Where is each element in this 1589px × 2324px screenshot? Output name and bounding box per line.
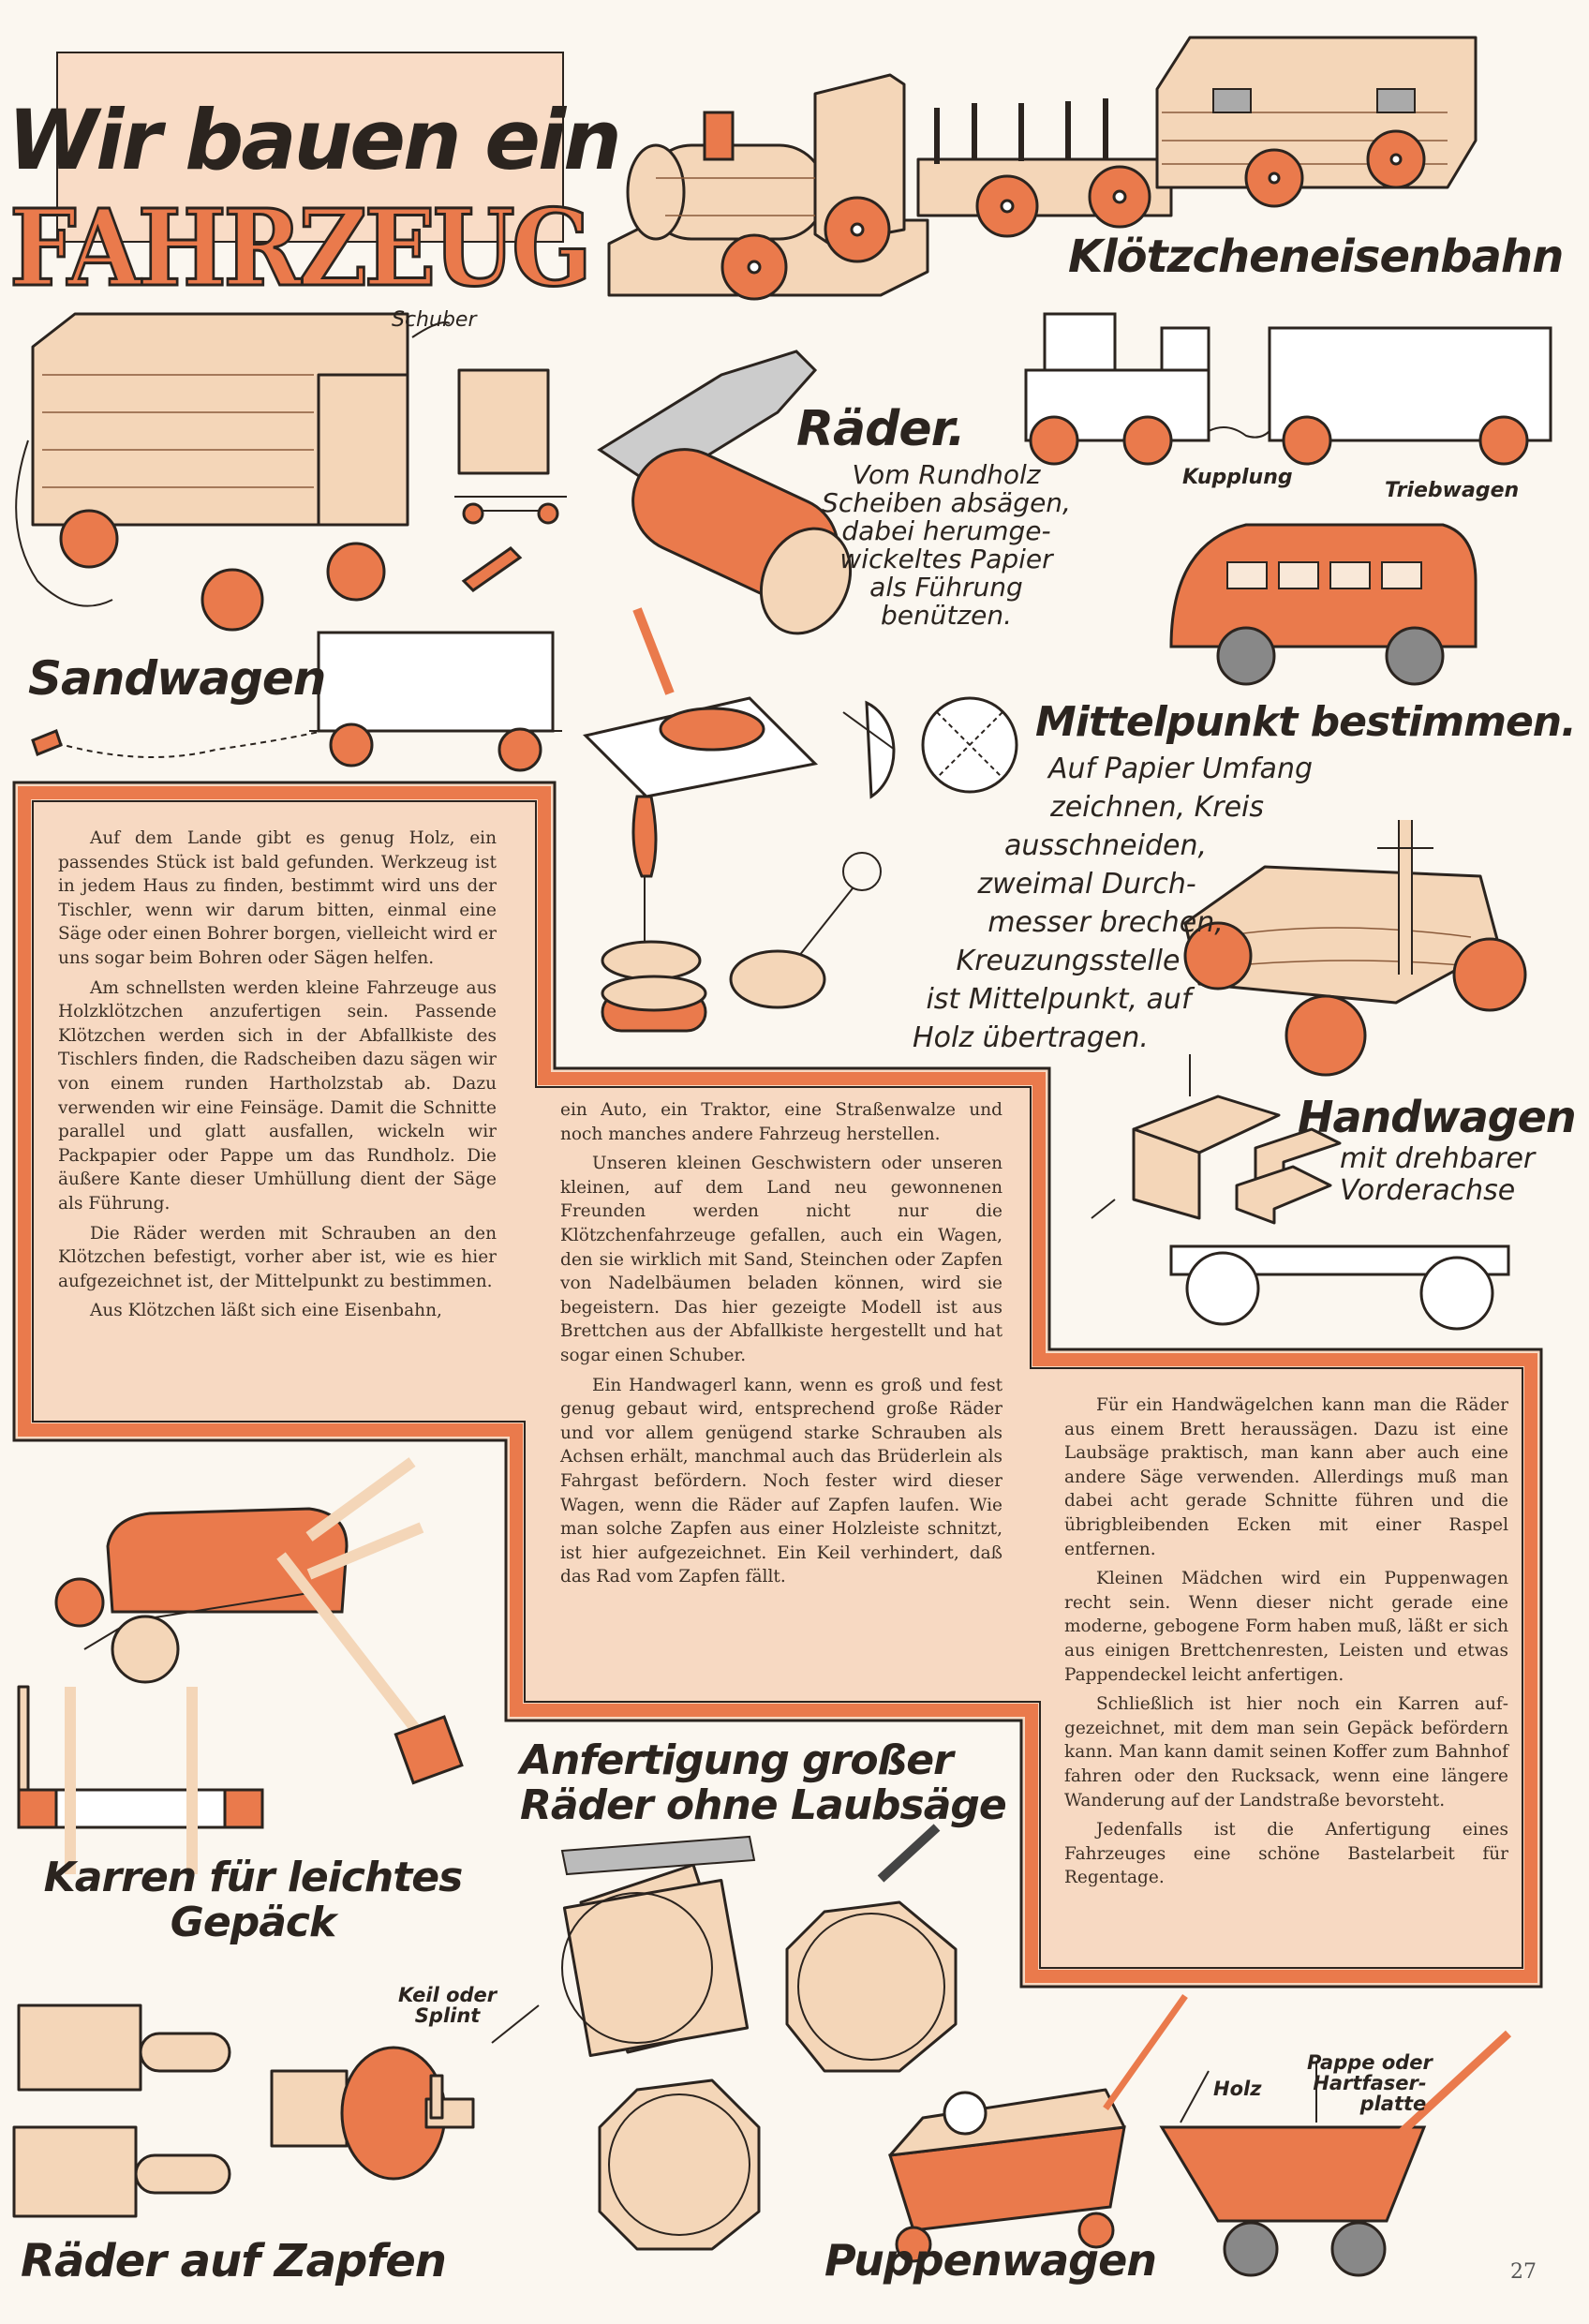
pappe-line: Hartfaser- xyxy=(1313,2072,1427,2094)
page-number: 27 xyxy=(1510,2260,1537,2284)
page-title: Wir bauen ein FAHRZEUG xyxy=(0,37,622,312)
mittelpunkt-line: zeichnen, Kreis xyxy=(1049,791,1265,824)
hand-wagon-illustration xyxy=(1183,820,1527,1077)
label-holz: Holz xyxy=(1213,2078,1262,2100)
caption-grosse-raeder: Anfertigung großer Räder ohne Laubsäge xyxy=(520,1736,1007,1829)
label-triebwagen: Triebwagen xyxy=(1385,479,1520,502)
caption-handwagen-title: Handwagen xyxy=(1298,1092,1577,1142)
caption-mittelpunkt-text: Auf Papier Umfang zeichnen, Kreis aussch… xyxy=(824,750,1349,1057)
bus-illustration xyxy=(1169,523,1478,686)
mittelpunkt-line: messer brechen, xyxy=(988,906,1224,939)
caption-zapfen: Räder auf Zapfen xyxy=(21,2235,447,2287)
label-keil: Keil oder Splint xyxy=(398,1985,497,2026)
article-column-2: ein Auto, ein Traktor, eine Straßenwalze… xyxy=(560,1098,1002,1595)
paragraph: Auf dem Lande gibt es genug Holz, ein pa… xyxy=(58,828,497,968)
pappe-line: Pappe oder xyxy=(1307,2051,1433,2074)
sand-wagon-illustration xyxy=(15,312,567,772)
keil-line: Keil oder xyxy=(398,1984,497,2006)
label-kupplung: Kupplung xyxy=(1182,466,1293,489)
raeder-line: dabei herumge- xyxy=(841,515,1051,546)
paragraph: Jedenfalls ist die Anfertigung eines Fah… xyxy=(1064,1820,1508,1888)
handwagen-line: mit drehbarer xyxy=(1340,1142,1536,1175)
caption-raeder-title: Räder. xyxy=(796,401,966,457)
article-column-1: Auf dem Lande gibt es genug Holz, ein pa… xyxy=(58,827,497,1329)
caption-karren: Karren für leichtes Gepäck xyxy=(28,1855,478,1945)
railcar-outline-illustration xyxy=(1024,312,1552,466)
raeder-line: Scheiben absägen, xyxy=(822,487,1071,518)
block-train-illustration xyxy=(607,36,1478,301)
paragraph: Aus Klötzchen läßt sich eine Eisenbahn, xyxy=(90,1301,442,1321)
grosse-raeder-line: Anfertigung großer xyxy=(520,1736,954,1784)
mittelpunkt-line: zweimal Durch- xyxy=(977,868,1196,901)
karren-line: Karren für leichtes xyxy=(43,1854,464,1901)
paragraph: Kleinen Mädchen wird ein Puppenwagen rec… xyxy=(1064,1569,1508,1685)
paragraph: Ein Handwagerl kann, wenn es groß und fe… xyxy=(560,1375,1002,1587)
paragraph: Unseren kleinen Geschwistern oder unse­r… xyxy=(560,1154,1002,1365)
mittelpunkt-line: ausschneiden, xyxy=(1003,829,1208,862)
caption-handwagen-text: mit drehbarer Vorderachse xyxy=(1340,1143,1535,1207)
caption-puppenwagen: Puppenwagen xyxy=(824,2235,1157,2286)
caption-raeder-text: Vom Rundholz Scheiben absägen, dabei her… xyxy=(778,461,1115,630)
raeder-line: als Führung xyxy=(869,572,1023,603)
article-frame xyxy=(12,781,1543,1989)
title-box xyxy=(56,52,564,243)
caption-sandwagen: Sandwagen xyxy=(28,651,326,706)
caption-mittelpunkt-title: Mittelpunkt bestimmen. xyxy=(1035,698,1577,746)
paragraph: Schließlich ist hier noch ein Karren auf… xyxy=(1064,1694,1508,1810)
title-line-1: Wir bauen ein xyxy=(7,92,622,188)
raeder-line: benützen. xyxy=(880,600,1013,631)
keil-line: Splint xyxy=(414,2004,481,2028)
paragraph: Am schnellsten werden kleine Fahrzeuge a… xyxy=(58,977,497,1214)
saw-roll-illustration xyxy=(597,350,853,635)
handwagen-line: Vorderachse xyxy=(1340,1174,1516,1207)
label-schuber: Schuber xyxy=(392,308,477,332)
paragraph: Für ein Handwägelchen kann man die Räder… xyxy=(1064,1395,1508,1559)
raeder-line: Vom Rundholz xyxy=(852,459,1041,490)
mittelpunkt-line: Holz übertragen. xyxy=(913,1021,1149,1054)
label-pappe: Pappe oder Hartfaser- platte xyxy=(1307,2052,1433,2114)
mittelpunkt-line: Kreuzungsstelle xyxy=(956,945,1181,977)
mittelpunkt-line: Auf Papier Umfang xyxy=(1048,752,1313,785)
large-wheels-illustration xyxy=(560,1824,958,2251)
axle-pin-illustration xyxy=(12,2004,540,2218)
pappe-line: platte xyxy=(1359,2093,1427,2115)
doll-pram-illustration xyxy=(888,1993,1512,2277)
paragraph: Die Räder werden mit Schrauben an den Kl… xyxy=(58,1223,497,1291)
caption-train: Klötzcheneisenbahn xyxy=(1068,231,1564,283)
karren-line: Gepäck xyxy=(170,1899,337,1946)
axle-blocks-illustration xyxy=(1091,1054,1510,1331)
mittelpunkt-line: ist Mittelpunkt, auf xyxy=(926,983,1192,1016)
paragraph: ein Auto, ein Traktor, eine Straßenwalze… xyxy=(560,1100,1002,1144)
title-line-2: FAHRZEUG xyxy=(8,186,594,312)
article-column-3: Für ein Handwägelchen kann man die Räder… xyxy=(1064,1393,1508,1896)
luggage-cart-illustration xyxy=(17,1457,464,1874)
grosse-raeder-line: Räder ohne Laubsäge xyxy=(520,1781,1007,1829)
center-finding-illustration xyxy=(583,607,1018,1033)
raeder-line: wickeltes Papier xyxy=(839,544,1053,574)
